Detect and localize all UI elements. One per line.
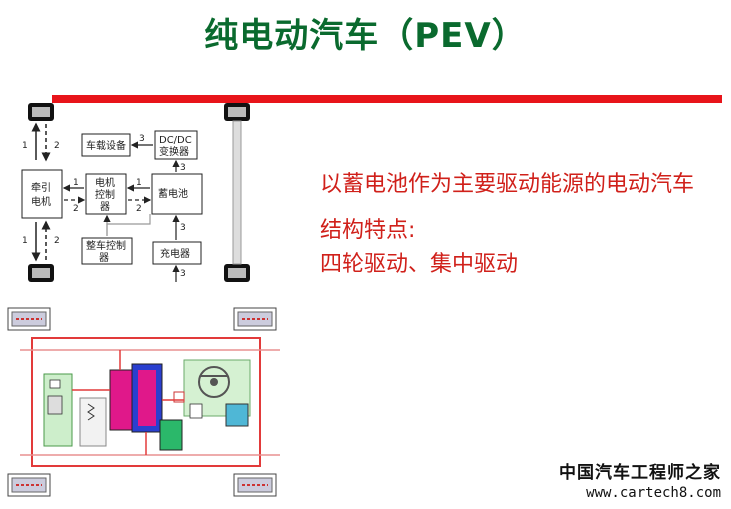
resistor-module [79,397,107,447]
label-flow-2d: 2 [136,204,142,214]
feature-heading: 结构特点: [320,218,416,243]
label-flow-2b: 2 [54,236,60,246]
vehicle-controller-label-2: 器 [99,252,109,264]
motor-box [21,169,63,219]
wheel-front-right [224,103,250,121]
label-flow-1b: 1 [22,236,28,246]
accent-bar [52,95,722,103]
wheel-motor-rr [233,473,277,497]
onboard-box [81,133,131,157]
page-title: 纯电动汽车（PEV） [204,16,527,56]
controller-label-2: 控制 [95,188,115,201]
feature-text: 四轮驱动、集中驱动 [320,252,519,277]
charger-label: 充电器 [160,247,190,260]
motor-label-2: 电机 [31,195,51,208]
vehicle-controller-box [81,237,133,265]
controller-box [85,173,127,215]
label-flow-3d: 3 [180,269,186,279]
battery-label: 蓄电池 [158,187,188,200]
wheel-motor-fl [7,307,51,331]
watermark-url: www.cartech8.com [586,485,721,501]
label-flow-3c: 3 [180,223,186,233]
battery-box [151,173,203,215]
motor-label-1: 牵引 [31,182,51,194]
wheel-rear-right [224,264,250,282]
onboard-label: 车载设备 [86,139,126,152]
vehicle-controller-label-1: 整车控制 [86,239,126,252]
dcdc-box [154,130,198,160]
description-block: 以蓄电池作为主要驱动能源的电动汽车 结构特点: 四轮驱动、集中驱动 [320,168,720,282]
label-flow-3a: 3 [180,163,186,173]
label-flow-3b: 3 [139,134,145,144]
inverter-module [109,369,133,431]
controller-label-3: 器 [100,201,110,213]
watermark: 中国汽车工程师之家 www.cartech8.com [559,458,721,501]
right-axle [232,120,242,265]
wheel-front-left [28,103,54,121]
auxiliary-module [159,419,183,451]
label-flow-2c: 2 [73,204,79,214]
wheel-motor-fr [233,307,277,331]
charger-box [152,241,202,265]
label-flow-2a: 2 [54,141,60,151]
watermark-site-name: 中国汽车工程师之家 [559,463,721,483]
description-main: 以蓄电池作为主要驱动能源的电动汽车 [320,172,695,197]
label-flow-1c: 1 [73,178,79,188]
dcdc-label-1: DC/DC [159,135,192,146]
controller-label-1: 电机 [95,176,115,189]
label-flow-1a: 1 [22,141,28,151]
label-flow-1d: 1 [136,178,142,188]
wheel-motor-rl [7,473,51,497]
dcdc-label-2: 变换器 [159,145,189,158]
wheel-rear-left [28,264,54,282]
